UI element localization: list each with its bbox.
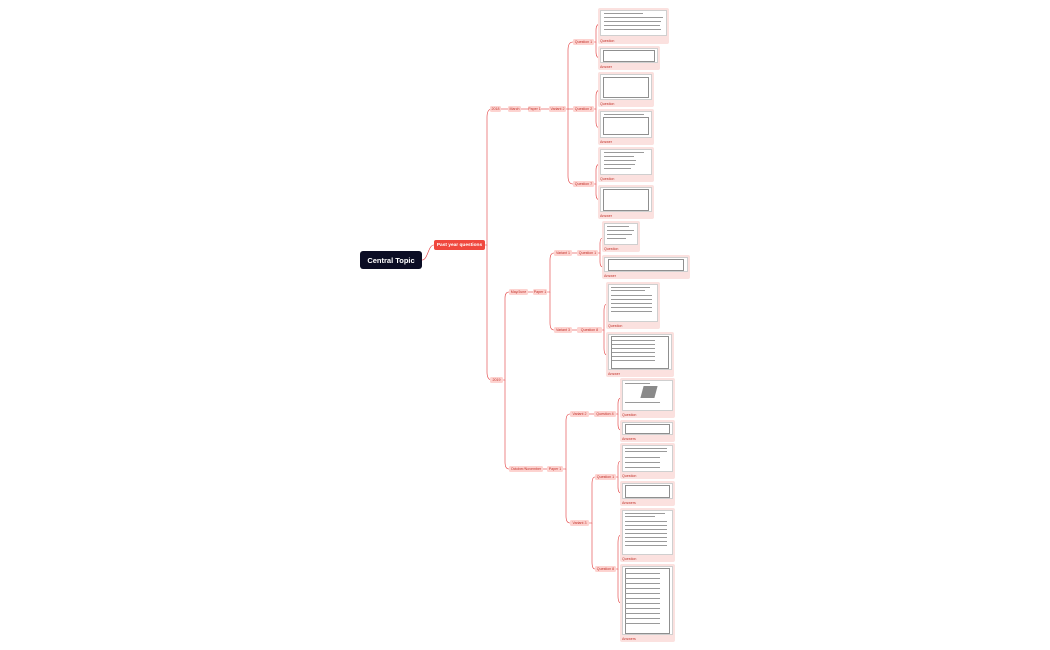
question-card[interactable]: Question — [620, 508, 675, 562]
answer-caption: Answer — [608, 372, 620, 376]
question-caption: Question — [622, 557, 637, 561]
answer-image — [608, 334, 672, 370]
node-question-8-oct[interactable]: Question 8 — [595, 566, 616, 572]
node-paper-1-oct-nov[interactable]: Paper 1 — [547, 466, 563, 472]
question-card[interactable]: Question — [620, 378, 675, 418]
answer-image — [604, 257, 688, 272]
node-may-june[interactable]: May/June — [509, 289, 528, 295]
node-question-2[interactable]: Question 2 — [573, 106, 594, 112]
question-card[interactable]: Question — [602, 221, 640, 252]
node-2018[interactable]: 2018 — [490, 106, 501, 112]
node-variant-1-may-june[interactable]: Variant 1 — [554, 250, 572, 256]
node-variant-2-oct-nov[interactable]: Variant 2 — [570, 411, 589, 417]
node-october-november[interactable]: October/November — [509, 466, 543, 472]
main-topic-past-year-questions[interactable]: Past year questions — [434, 240, 485, 250]
central-topic[interactable]: Central Topic — [360, 251, 422, 269]
node-question-7[interactable]: Question 7 — [573, 181, 594, 187]
question-caption: Question — [604, 247, 619, 251]
answers-caption: Answers — [622, 637, 636, 641]
answer-image — [600, 187, 652, 212]
answer-caption: Answer — [600, 140, 612, 144]
node-question-1[interactable]: Question 1 — [573, 39, 594, 45]
question-caption: Question — [622, 474, 637, 478]
node-variant-3-oct-nov[interactable]: Variant 3 — [570, 520, 589, 526]
question-card[interactable]: Question — [598, 8, 669, 44]
question-image — [604, 223, 638, 245]
node-variant-3-may-june[interactable]: Variant 3 — [554, 327, 572, 333]
question-card[interactable]: Question — [620, 443, 675, 479]
node-march[interactable]: March — [508, 106, 521, 112]
answer-card[interactable]: Answer — [606, 332, 674, 377]
answers-card[interactable]: Answers — [620, 481, 675, 506]
answers-card[interactable]: Answers — [620, 420, 675, 442]
node-paper-1-may-june[interactable]: Paper 1 — [533, 289, 547, 295]
question-image — [622, 510, 673, 555]
answers-caption: Answers — [622, 501, 636, 505]
answer-image — [622, 483, 673, 499]
node-question-8[interactable]: Question 8 — [577, 327, 602, 333]
answer-card[interactable]: Answer — [598, 46, 660, 70]
answer-image — [600, 48, 658, 63]
question-caption: Question — [622, 413, 637, 417]
question-caption: Question — [600, 177, 615, 181]
answers-card[interactable]: Answers — [620, 564, 675, 642]
question-image — [622, 380, 673, 411]
node-question-4[interactable]: Question 4 — [594, 411, 616, 417]
question-image — [600, 149, 652, 175]
diagram-image — [640, 386, 658, 398]
answer-caption: Answer — [604, 274, 616, 278]
question-image — [600, 74, 652, 100]
question-caption: Question — [608, 324, 623, 328]
answer-card[interactable]: Answer — [598, 185, 654, 219]
question-image — [622, 445, 673, 472]
answers-caption: Answers — [622, 437, 636, 441]
node-2019[interactable]: 2019 — [490, 377, 503, 383]
node-question-1-v1[interactable]: Question 1 — [577, 250, 598, 256]
node-question-1-oct[interactable]: Question 1 — [595, 474, 616, 480]
question-card[interactable]: Question — [598, 72, 654, 107]
answer-image — [622, 422, 673, 435]
question-image — [600, 10, 667, 36]
answer-card[interactable]: Answer — [602, 255, 690, 279]
answer-caption: Answer — [600, 65, 612, 69]
answer-image — [600, 111, 652, 138]
node-paper-1-march[interactable]: Paper 1 — [528, 106, 541, 112]
question-image — [608, 284, 658, 322]
question-caption: Question — [600, 39, 615, 43]
question-card[interactable]: Question — [598, 147, 654, 182]
question-caption: Question — [600, 102, 615, 106]
node-variant-2-march[interactable]: Variant 2 — [549, 106, 566, 112]
answer-card[interactable]: Answer — [598, 109, 654, 145]
answer-caption: Answer — [600, 214, 612, 218]
answer-image — [622, 566, 673, 635]
question-card[interactable]: Question — [606, 282, 660, 329]
